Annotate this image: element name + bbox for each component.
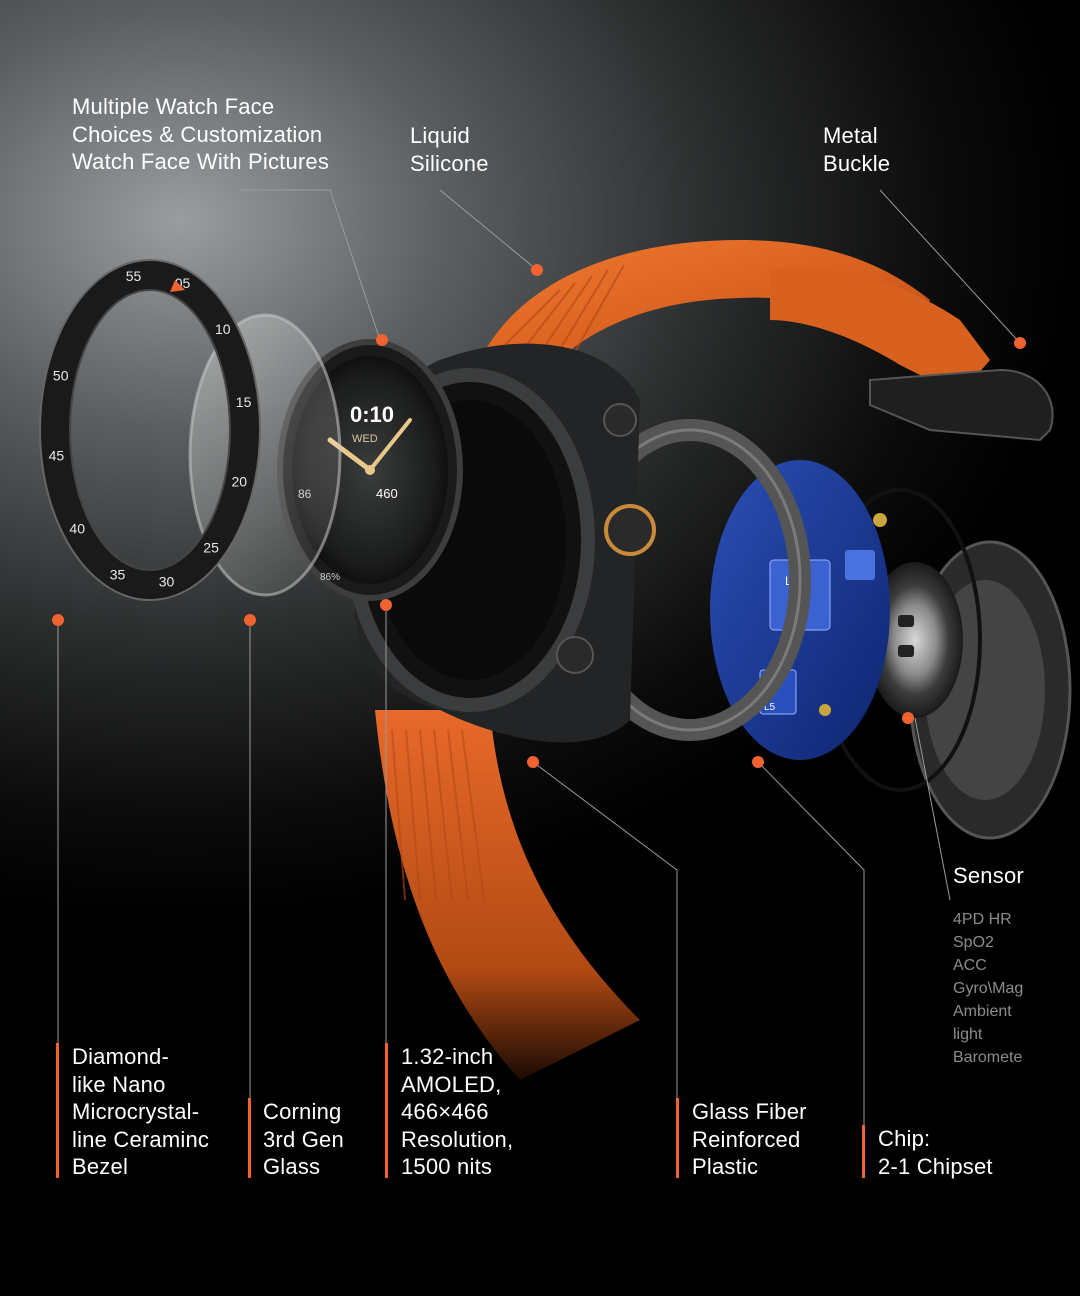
metal-buckle xyxy=(869,368,1054,442)
face-steps: 460 xyxy=(376,486,398,501)
callout-glass-fiber-plastic: Glass Fiber Reinforced Plastic xyxy=(692,1099,807,1179)
bezel-tick-label: 55 xyxy=(126,268,142,284)
sensor-back-case xyxy=(818,488,1072,840)
callout-dots xyxy=(52,264,1026,768)
sensor-list: 4PD HR SpO2 ACC Gyro\Mag Ambient light B… xyxy=(953,911,1024,1066)
bezel-tick-label: 30 xyxy=(159,573,175,589)
callout-chip: Chip: 2-1 Chipset xyxy=(878,1126,993,1179)
callout-sensor: Sensor xyxy=(953,863,1024,888)
bezel-tick-label: 40 xyxy=(69,520,85,536)
bezel-tick-label: 20 xyxy=(232,474,248,490)
callout-ceramic-bezel: Diamond- like Nano Microcrystal- line Ce… xyxy=(72,1044,210,1179)
callout-watch-face: Multiple Watch Face Choices & Customizat… xyxy=(72,94,330,174)
bezel-tick-label: 10 xyxy=(215,321,231,337)
callout-metal-buckle: Metal Buckle xyxy=(823,123,891,176)
callout-corning-glass: Corning 3rd Gen Glass xyxy=(263,1099,344,1179)
face-battery: 86% xyxy=(320,572,340,583)
bezel-tick-label: 50 xyxy=(53,368,69,384)
leader-lines xyxy=(57,189,1021,1125)
face-day: WED xyxy=(352,433,378,445)
bezel-tick-label: 35 xyxy=(110,566,126,582)
pcb-chip-label: L5 xyxy=(764,702,776,713)
bezel-tick-label: 25 xyxy=(203,539,219,555)
callout-amoled-display: 1.32-inch AMOLED, 466×466 Resolution, 15… xyxy=(401,1044,514,1179)
face-time: 0:10 xyxy=(350,402,394,427)
callout-liquid-silicone: Liquid Silicone xyxy=(410,123,489,176)
upper-strap xyxy=(480,240,990,395)
bezel-tick-label: 15 xyxy=(236,394,252,410)
lower-strap xyxy=(375,710,640,1080)
callout-accent-bars xyxy=(56,1043,865,1178)
bezel-tick-label: 45 xyxy=(49,448,65,464)
